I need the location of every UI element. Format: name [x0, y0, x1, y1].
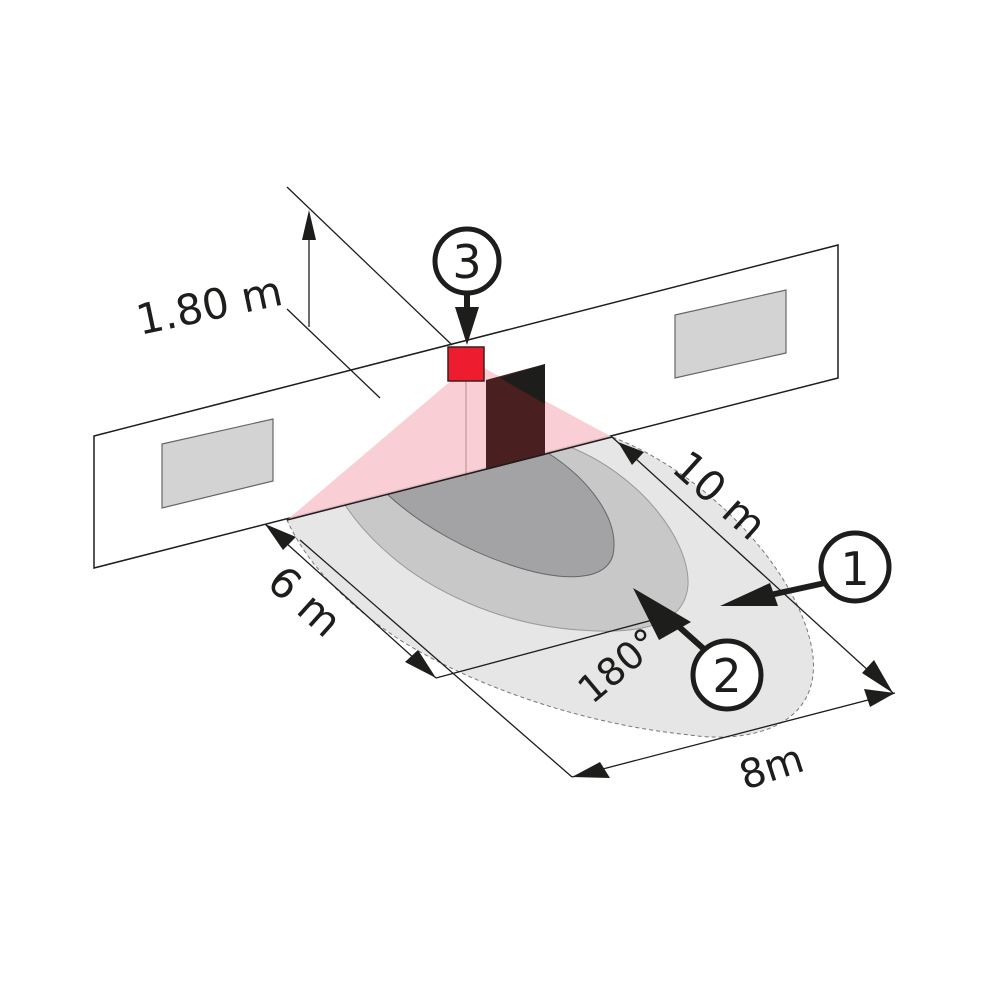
callout-1-label: 1	[840, 542, 869, 596]
side-dimension	[264, 523, 661, 679]
height-dimension	[286, 186, 453, 399]
detection-zones	[286, 436, 814, 738]
window-left	[161, 418, 274, 509]
length-dimension	[611, 436, 894, 694]
callout-1	[720, 530, 892, 606]
inner-zone	[385, 452, 615, 578]
width-dimension	[299, 539, 896, 778]
sensor-cone	[286, 364, 613, 521]
callout-2-label: 2	[712, 649, 741, 703]
shadow-top	[500, 364, 545, 404]
width-label: 8m	[734, 736, 809, 800]
window-right	[674, 289, 787, 379]
height-label: 1.80 m	[132, 266, 287, 345]
sensor-icon	[447, 346, 485, 382]
callout-3-label: 3	[452, 235, 481, 289]
callout-2	[633, 588, 764, 712]
callout-3	[432, 226, 502, 345]
